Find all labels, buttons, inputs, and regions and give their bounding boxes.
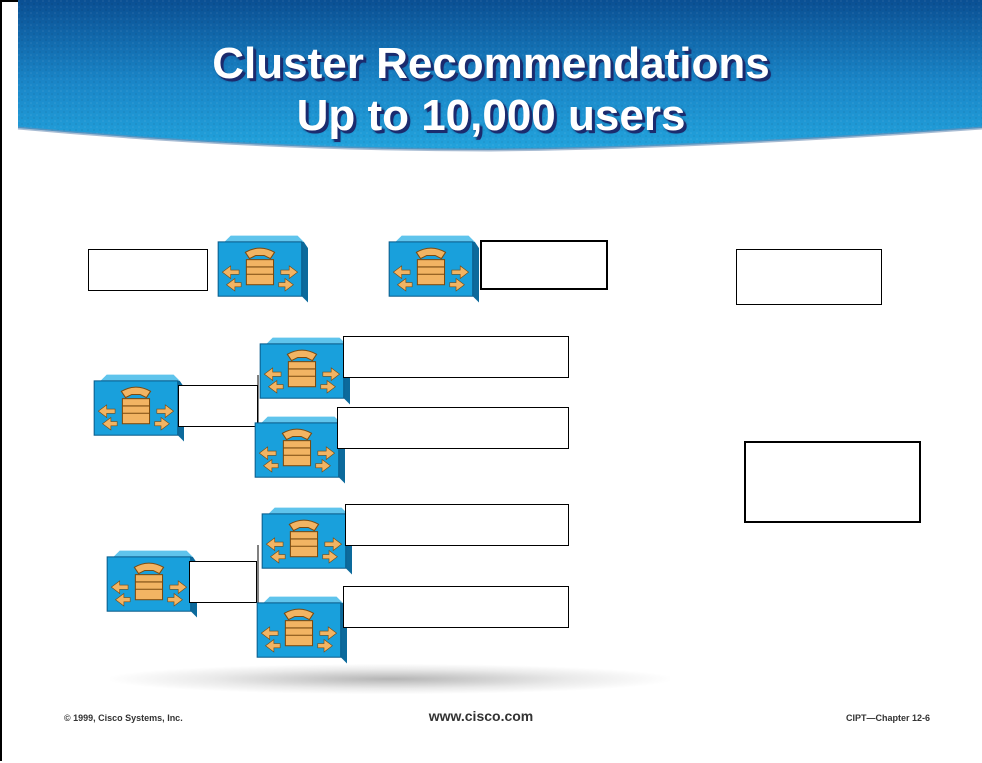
label-box-lower-hub: [189, 561, 257, 603]
callmanager-server-icon: [106, 550, 197, 618]
label-box-top-left: [88, 249, 208, 291]
label-box-upper-1: [343, 336, 569, 378]
callmanager-server-icon: [259, 337, 350, 405]
slide-title: Cluster Recommendations Up to 10,000 use…: [0, 38, 982, 142]
footer-chapter: CIPT—Chapter 12-6: [845, 713, 930, 723]
title-line-1: Cluster Recommendations: [212, 39, 770, 88]
label-box-right: [744, 441, 921, 523]
label-box-top-right: [736, 249, 882, 305]
callmanager-server-icon: [256, 596, 347, 664]
title-banner: [17, 0, 982, 152]
callmanager-server-icon: [388, 235, 479, 303]
callmanager-server-icon: [217, 235, 308, 303]
footer-shadow: [110, 664, 670, 694]
callmanager-server-icon: [254, 416, 345, 484]
label-box-upper-2: [337, 407, 569, 449]
label-box-lower-1: [345, 504, 569, 546]
callmanager-server-icon: [93, 374, 184, 442]
title-line-2: Up to 10,000 users: [296, 91, 686, 140]
footer-url[interactable]: www.cisco.com: [428, 708, 534, 724]
label-box-lower-2: [343, 586, 569, 628]
footer-copyright: © 1999, Cisco Systems, Inc.: [64, 713, 183, 723]
label-box-top-center: [480, 240, 608, 290]
callmanager-server-icon: [261, 507, 352, 575]
label-box-upper-hub: [178, 385, 258, 427]
